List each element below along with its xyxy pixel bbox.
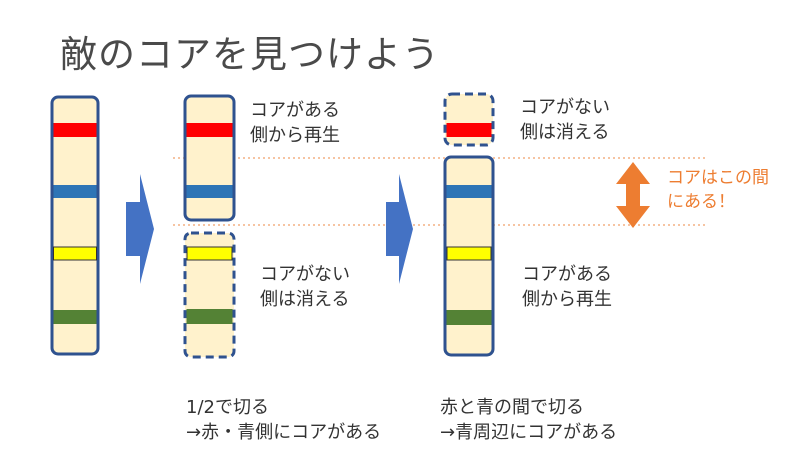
- core-here-line-1: コアはこの間: [667, 168, 769, 188]
- cut1-top-piece: [183, 94, 236, 222]
- cut1-red-band: [186, 123, 233, 137]
- step-arrow-2: [386, 174, 413, 284]
- core-range-double-arrow: [616, 162, 650, 228]
- original-worm-body: [50, 95, 100, 356]
- regen-top-line-1: コアがある: [250, 100, 340, 121]
- step2-caption-line-2: →青周辺にコアがある: [440, 422, 618, 443]
- vanish-middle-label: コアがない 側は消える: [260, 262, 350, 312]
- regen-bottom-right-label: コアがある 側から再生: [522, 262, 612, 312]
- step2-caption: 赤と青の間で切る →青周辺にコアがある: [440, 395, 617, 445]
- step1-caption-line-2: →赤・青側にコアがある: [186, 422, 382, 443]
- cut2-red-band: [446, 123, 492, 137]
- vanish-middle-line-2: 側は消える: [260, 289, 350, 310]
- vanish-middle-line-1: コアがない: [260, 264, 350, 285]
- step1-caption: 1/2で切る →赤・青側にコアがある: [186, 395, 381, 445]
- regen-top-label: コアがある 側から再生: [250, 98, 340, 148]
- original-yellow-band: [53, 246, 97, 261]
- cut1-blue-band: [186, 185, 233, 198]
- step1-caption-line-1: 1/2で切る: [186, 397, 269, 418]
- diagram-title: 敵のコアを見つけよう: [60, 33, 440, 76]
- cut1-bottom-body: [183, 231, 236, 359]
- original-worm: [50, 95, 100, 356]
- regen-top-line-2: 側から再生: [250, 125, 340, 146]
- cut2-top-body: [443, 92, 495, 147]
- cut2-blue-band: [446, 185, 492, 198]
- vanish-top-right-line-1: コアがない: [520, 97, 610, 118]
- cut1-green-band: [186, 309, 233, 324]
- vanish-top-right-line-2: 側は消える: [520, 122, 610, 143]
- cut1-yellow-band: [186, 246, 233, 261]
- cut2-green-band: [446, 310, 492, 325]
- regen-bottom-right-line-2: 側から再生: [522, 289, 612, 310]
- core-here-line-2: にある！: [667, 192, 735, 212]
- cut2-top-piece: [443, 92, 495, 147]
- vanish-top-right-label: コアがない 側は消える: [520, 95, 610, 145]
- cut2-yellow-band: [446, 246, 492, 261]
- core-here-label: コアはこの間 にある！: [667, 166, 769, 214]
- cut2-main-piece: [443, 155, 495, 357]
- original-green-band: [53, 310, 97, 324]
- cut1-bottom-piece: [183, 231, 236, 359]
- original-blue-band: [53, 185, 97, 198]
- original-red-band: [53, 123, 97, 137]
- regen-bottom-right-line-1: コアがある: [522, 264, 612, 285]
- step2-caption-line-1: 赤と青の間で切る: [440, 397, 584, 418]
- step-arrow-1: [126, 174, 154, 284]
- cut1-top-body: [183, 94, 236, 222]
